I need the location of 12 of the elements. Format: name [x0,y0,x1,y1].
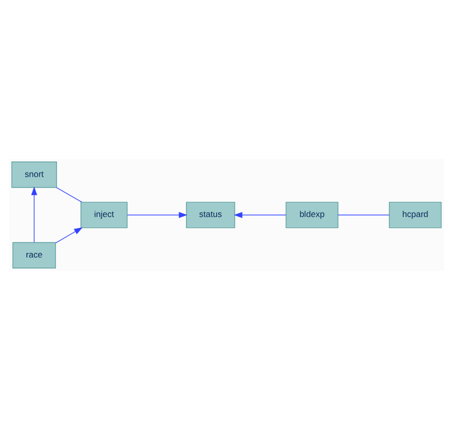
arrow [31,186,38,243]
node-box: status [186,202,236,228]
node-box: hcpard [388,202,442,228]
node-box: race [12,242,56,268]
node-box: bldexp [286,202,338,228]
node-box: snort [11,162,57,188]
connector [338,214,390,216]
arrow [127,212,188,218]
node-box: inject [80,202,128,228]
arrow [55,227,83,244]
connector [56,187,82,202]
arrow [234,212,286,218]
